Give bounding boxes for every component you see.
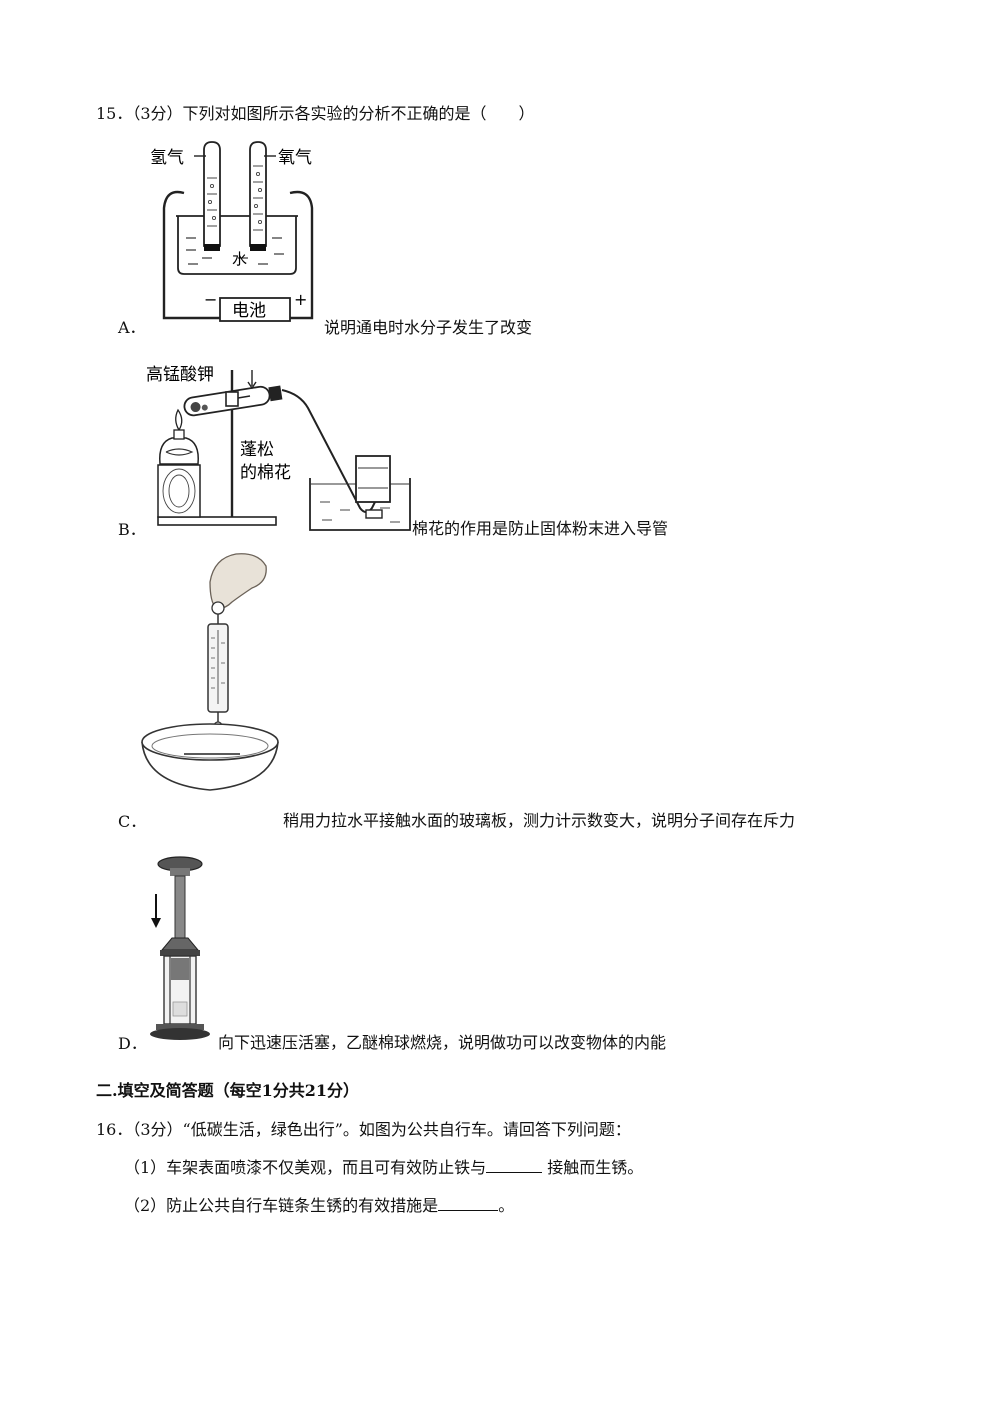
plus-terminal: + bbox=[294, 290, 307, 309]
question-16-part-1: （1）车架表面喷漆不仅美观，而且可有效防止铁与 接触而生锈。 bbox=[124, 1157, 643, 1178]
cotton-label-1: 蓬松 bbox=[240, 440, 274, 460]
part-1-text-after: 接触而生锈。 bbox=[542, 1158, 644, 1177]
spring-scale-figure bbox=[141, 553, 279, 791]
kmno4-label: 高锰酸钾 bbox=[146, 365, 214, 385]
part-2-text-before: （2）防止公共自行车链条生锈的有效措施是 bbox=[124, 1196, 439, 1215]
option-a-text: 说明通电时水分子发生了改变 bbox=[324, 318, 533, 337]
option-d-text: 向下迅速压活塞，乙醚棉球燃烧，说明做功可以改变物体的内能 bbox=[218, 1033, 667, 1052]
water-label: 水 bbox=[232, 250, 247, 268]
minus-terminal: − bbox=[204, 290, 217, 309]
cotton-label-2: 的棉花 bbox=[240, 463, 291, 483]
question-16-part-2: （2）防止公共自行车链条生锈的有效措施是 。 bbox=[124, 1195, 514, 1216]
hydrogen-label: 氢气 bbox=[150, 148, 184, 168]
option-b-text: 棉花的作用是防止固体粉末进入导管 bbox=[412, 519, 669, 538]
part-2-text-after: 。 bbox=[498, 1196, 515, 1215]
option-c-text: 稍用力拉水平接触水面的玻璃板，测力计示数变大，说明分子间存在斥力 bbox=[283, 811, 796, 830]
option-c-letter: C． bbox=[118, 812, 147, 831]
question-15-stem: 15．（3分）下列对如图所示各实验的分析不正确的是（ ） bbox=[96, 104, 535, 123]
question-16-stem: 16．（3分）“低碳生活，绿色出行”。如图为公共自行车。请回答下列问题： bbox=[96, 1120, 631, 1139]
part-1-text-before: （1）车架表面喷漆不仅美观，而且可有效防止铁与 bbox=[124, 1158, 487, 1177]
option-b-letter: B． bbox=[118, 520, 146, 539]
electrolysis-figure: 氢气 氧气 水 电池 − + bbox=[150, 141, 314, 322]
option-a-letter: A． bbox=[118, 318, 146, 337]
answer-blank-2[interactable] bbox=[438, 1195, 499, 1211]
battery-label: 电池 bbox=[232, 301, 266, 321]
fire-piston-figure bbox=[150, 856, 210, 1040]
oxygen-preparation-figure: 高锰酸钾 蓬松 的棉花 bbox=[146, 365, 411, 531]
oxygen-label: 氧气 bbox=[278, 148, 312, 168]
section-2-heading: 二.填空及简答题（每空1分共21分） bbox=[96, 1081, 359, 1100]
answer-blank-1[interactable] bbox=[486, 1157, 543, 1173]
option-d-letter: D． bbox=[118, 1034, 147, 1053]
